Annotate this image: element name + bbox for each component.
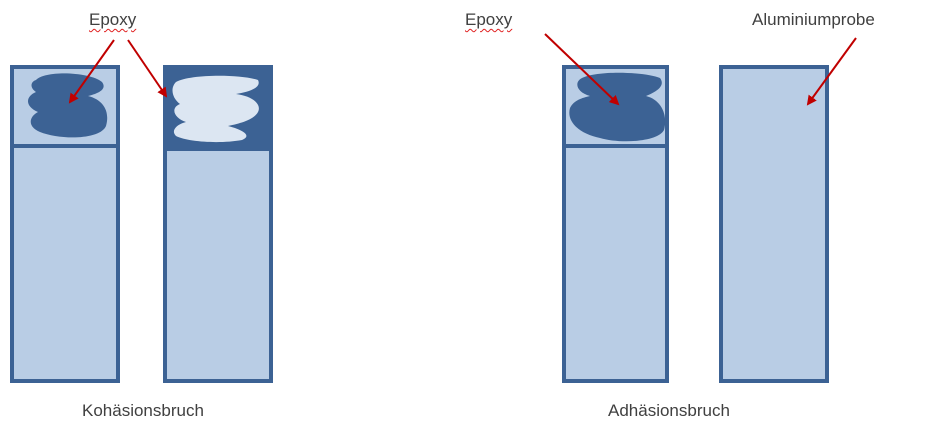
cohesive-specimen-left <box>12 67 118 381</box>
adhesive-specimen-left <box>564 67 667 381</box>
label-epoxy-cohesive: Epoxy <box>89 11 136 28</box>
label-epoxy-adhesive: Epoxy <box>465 11 512 28</box>
caption-cohesive-failure: Kohäsionsbruch <box>82 402 204 419</box>
cohesive-specimen-right <box>165 67 271 381</box>
label-aluminium-sample: Aluminiumprobe <box>752 11 875 28</box>
arrow-epoxy-to-right-residue <box>128 40 166 96</box>
caption-adhesive-failure: Adhäsionsbruch <box>608 402 730 419</box>
adhesive-specimen-right <box>721 67 827 381</box>
epoxy-layer-dark <box>569 73 665 142</box>
epoxy-residue-dark <box>28 73 107 137</box>
